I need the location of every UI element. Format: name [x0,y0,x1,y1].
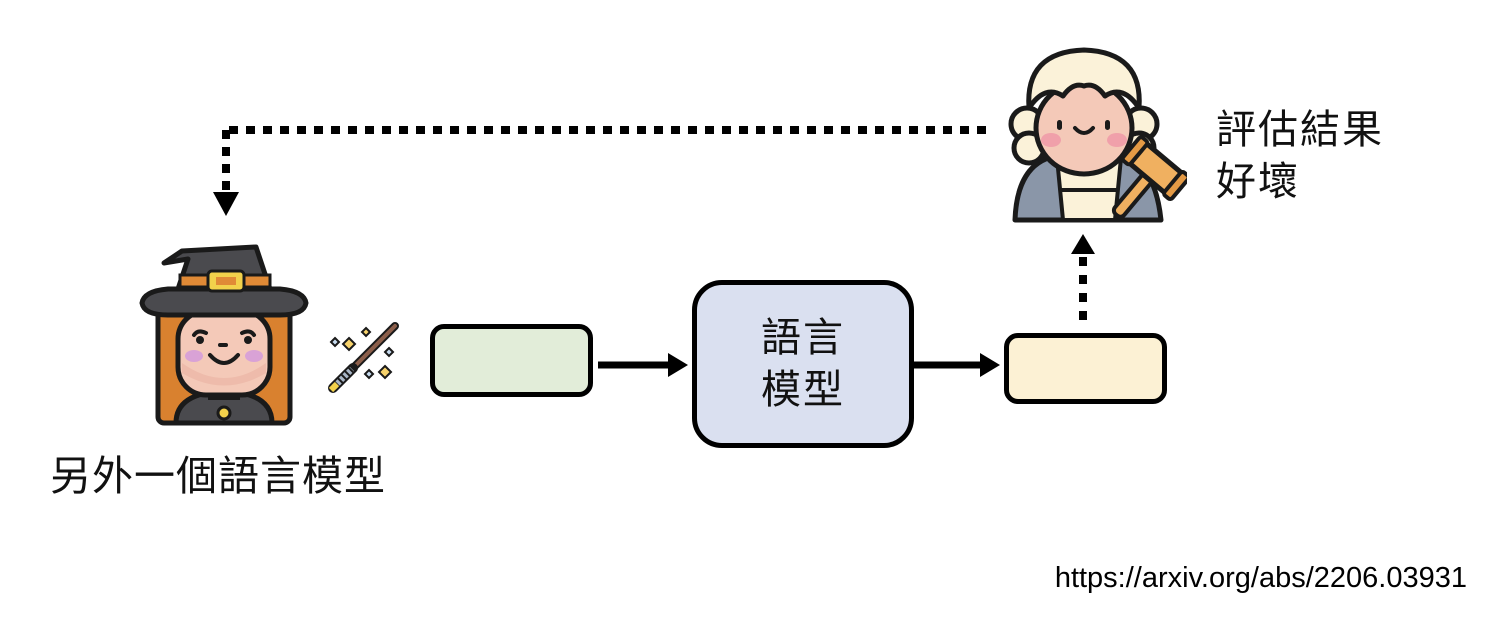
magic-wand-icon [328,322,399,393]
evaluator-caption-line1: 評估結果 [1216,107,1384,153]
generator-caption: 另外一個語言模型 [50,452,386,500]
witch-icon [139,244,309,426]
arrow-output-to-judge [1071,234,1095,320]
source-url-link[interactable]: https://arxiv.org/abs/2206.03931 [1054,562,1467,594]
arrow-model-to-output [912,353,1000,377]
arrow-input-to-model [598,353,688,377]
input-box [430,324,593,397]
evaluator-caption-line2: 好壞 [1216,159,1300,205]
evaluator-caption: 評估結果 好壞 [1216,104,1384,208]
output-box [1004,333,1167,404]
judge-icon [1008,47,1187,223]
language-model-box: 語言 模型 [692,280,914,448]
language-model-label-line1: 語言 [761,315,845,361]
language-model-label-line2: 模型 [761,367,845,413]
arrow-judge-to-generator [213,126,986,216]
